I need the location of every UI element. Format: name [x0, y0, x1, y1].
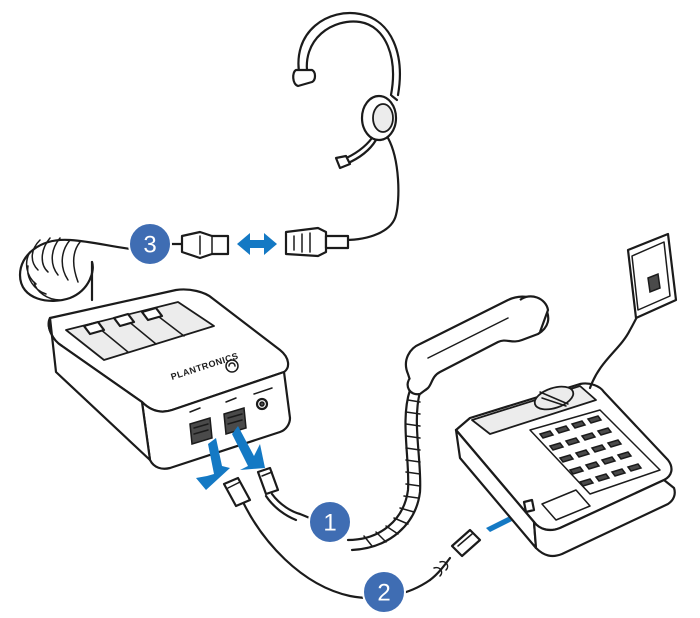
handset-coiled-cord — [346, 388, 422, 552]
step-badge-2-label: 2 — [377, 580, 390, 607]
step-badge-2: 2 — [362, 570, 406, 614]
quick-disconnect-icon — [284, 226, 350, 258]
step-badge-3: 3 — [128, 222, 172, 266]
double-arrow-icon — [237, 233, 277, 255]
step-badge-3-label: 3 — [143, 232, 156, 259]
handset-icon — [404, 295, 550, 396]
headset-icon — [292, 11, 401, 242]
desk-phone-icon — [454, 382, 676, 558]
wall-jack-icon — [626, 232, 678, 320]
keypad — [529, 409, 661, 495]
coiled-cord — [18, 237, 152, 302]
step-badge-1: 1 — [308, 500, 352, 544]
arrow-icon — [196, 426, 265, 490]
amplifier-icon: PLANTRONICS — [47, 288, 292, 470]
rj-plug-icon — [428, 528, 482, 582]
step-badge-1-label: 1 — [323, 510, 336, 537]
